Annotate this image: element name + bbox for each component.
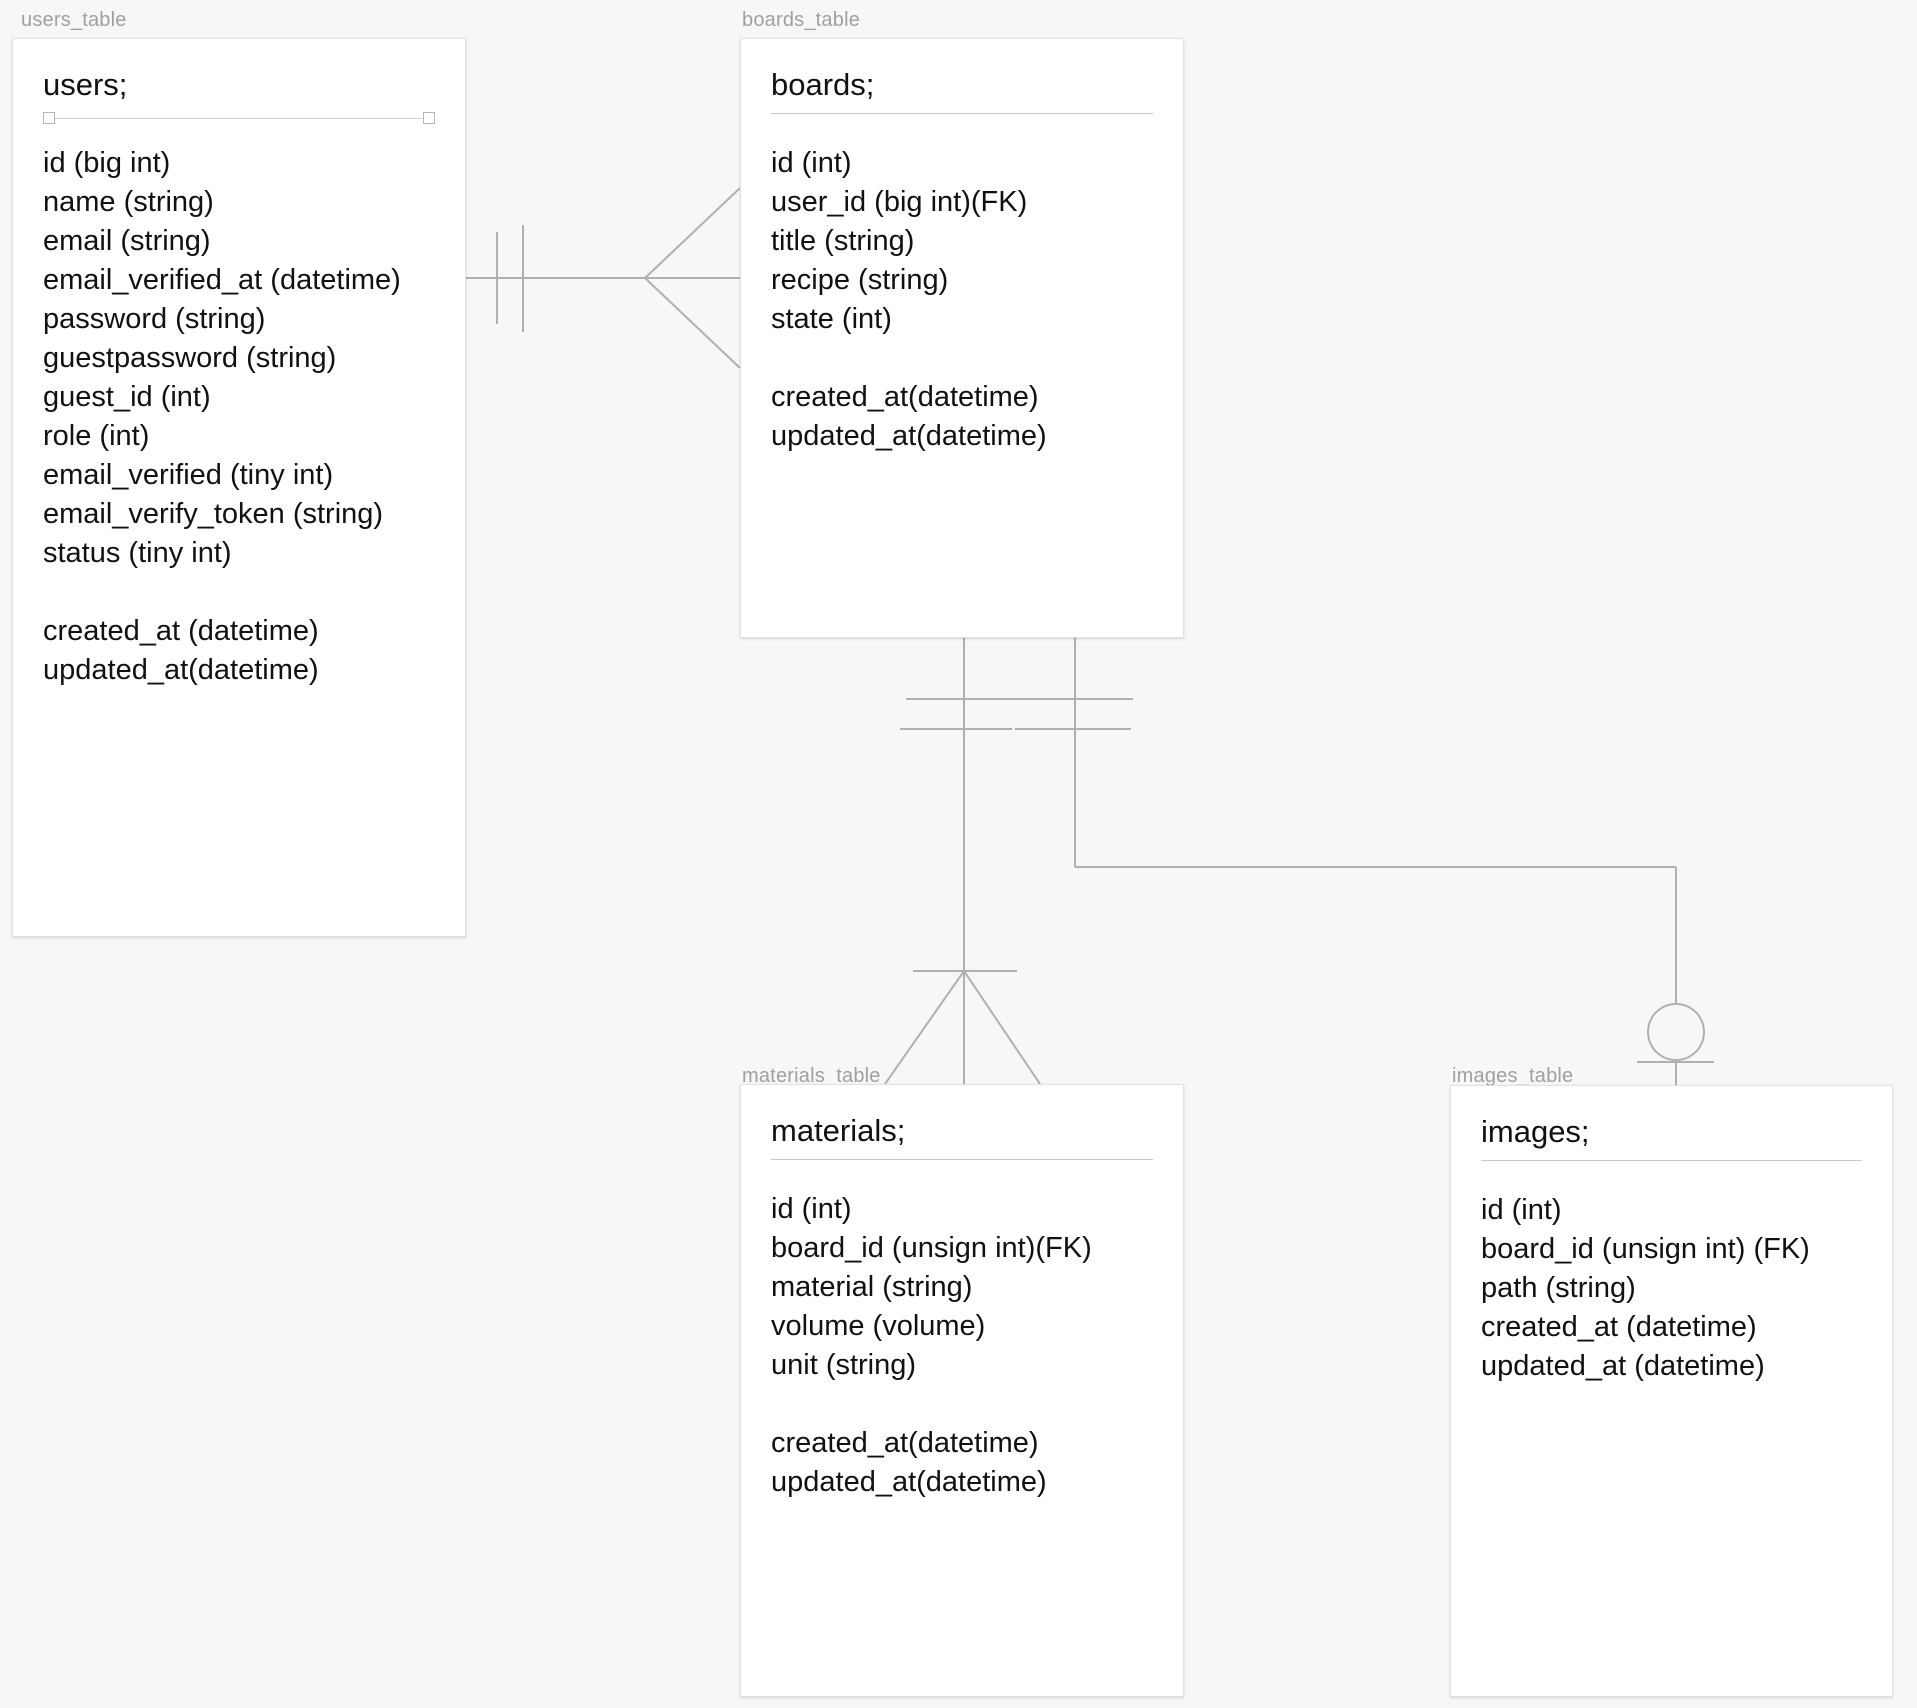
entity-users-table[interactable]: users; id (big int) name (string) email … xyxy=(12,38,466,937)
field-row: email (string) xyxy=(43,224,211,257)
field-row: board_id (unsign int) (FK) xyxy=(1481,1232,1810,1265)
field-spacer xyxy=(43,573,435,612)
entity-body-materials: materials; id (int) board_id (unsign int… xyxy=(741,1085,1183,1522)
field-list-images: id (int) board_id (unsign int) (FK) path… xyxy=(1481,1191,1862,1386)
entity-caption-users-table: users_table xyxy=(21,9,127,31)
edge-users-boards xyxy=(463,187,741,369)
entity-title-materials: materials; xyxy=(771,1113,1153,1160)
field-row: updated_at(datetime) xyxy=(771,419,1047,452)
entity-caption-materials-table: materials_table xyxy=(742,1065,881,1087)
field-list-materials: id (int) board_id (unsign int)(FK) mater… xyxy=(771,1190,1153,1502)
resize-handle-left[interactable] xyxy=(43,111,55,124)
field-row: email_verify_token (string) xyxy=(43,497,384,530)
field-spacer xyxy=(771,339,1153,378)
field-list-users: id (big int) name (string) email (string… xyxy=(43,144,435,690)
field-row: volume (volume) xyxy=(771,1309,986,1342)
field-row: name (string) xyxy=(43,185,214,218)
field-list-boards: id (int) user_id (big int)(FK) title (st… xyxy=(771,144,1153,456)
field-row: password (string) xyxy=(43,302,266,335)
field-row: board_id (unsign int)(FK) xyxy=(771,1231,1092,1264)
field-row: id (int) xyxy=(1481,1193,1562,1226)
entity-title-boards: boards; xyxy=(771,67,1153,114)
resize-handle-right[interactable] xyxy=(423,111,435,124)
field-row: recipe (string) xyxy=(771,263,949,296)
entity-boards-table[interactable]: boards; id (int) user_id (big int)(FK) t… xyxy=(740,38,1184,638)
field-row: email_verified_at (datetime) xyxy=(43,263,401,296)
entity-images-table[interactable]: images; id (int) board_id (unsign int) (… xyxy=(1450,1085,1893,1697)
field-row: created_at(datetime) xyxy=(771,1426,1039,1459)
field-spacer xyxy=(771,1385,1153,1424)
field-row: status (tiny int) xyxy=(43,536,232,569)
field-row: updated_at(datetime) xyxy=(43,653,319,686)
entity-body-users: users; id (big int) name (string) email … xyxy=(13,39,465,710)
selection-handle-line xyxy=(48,117,430,119)
field-row: title (string) xyxy=(771,224,915,257)
field-row: id (int) xyxy=(771,146,852,179)
field-row: material (string) xyxy=(771,1270,973,1303)
selection-handle-bar[interactable] xyxy=(43,111,435,126)
field-row: guestpassword (string) xyxy=(43,341,337,374)
entity-title-users: users; xyxy=(43,67,128,102)
field-row: state (int) xyxy=(771,302,892,335)
entity-caption-images-table: images_table xyxy=(1452,1065,1574,1087)
entity-body-images: images; id (int) board_id (unsign int) (… xyxy=(1451,1086,1892,1406)
field-row: created_at(datetime) xyxy=(771,380,1039,413)
entity-title-images: images; xyxy=(1481,1114,1862,1161)
field-row: role (int) xyxy=(43,419,150,452)
entity-caption-boards-table: boards_table xyxy=(742,9,861,31)
entity-body-boards: boards; id (int) user_id (big int)(FK) t… xyxy=(741,39,1183,476)
field-row: created_at (datetime) xyxy=(43,614,319,647)
edge-boards-materials xyxy=(884,637,1041,1085)
entity-materials-table[interactable]: materials; id (int) board_id (unsign int… xyxy=(740,1084,1184,1697)
field-row: email_verified (tiny int) xyxy=(43,458,334,491)
field-row: updated_at (datetime) xyxy=(1481,1349,1765,1382)
edge-boards-images xyxy=(1015,637,1714,1085)
field-row: unit (string) xyxy=(771,1348,917,1381)
field-row: id (big int) xyxy=(43,146,171,179)
field-row: guest_id (int) xyxy=(43,380,211,413)
field-row: created_at (datetime) xyxy=(1481,1310,1757,1343)
field-row: id (int) xyxy=(771,1192,852,1225)
field-row: path (string) xyxy=(1481,1271,1636,1304)
field-row: updated_at(datetime) xyxy=(771,1465,1047,1498)
field-row: user_id (big int)(FK) xyxy=(771,185,1028,218)
